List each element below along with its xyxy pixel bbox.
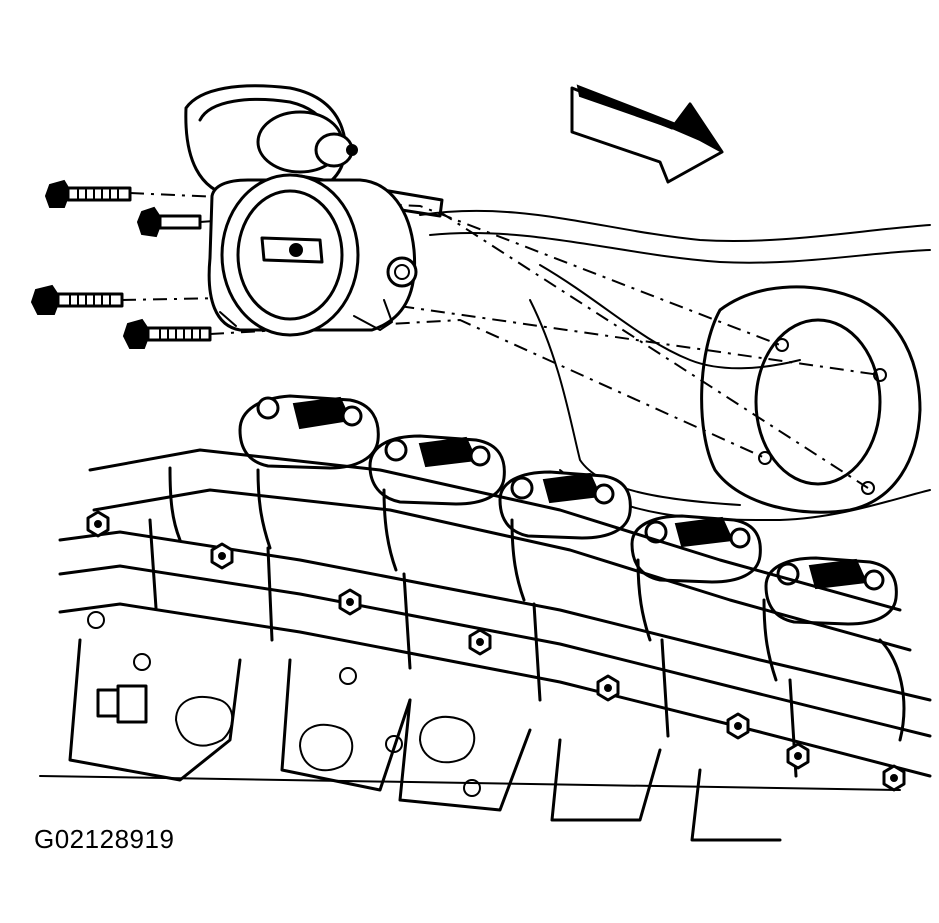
figure-id-label: G02128919 — [34, 824, 175, 854]
ignition-coil-4 — [630, 514, 762, 584]
throttle-body — [184, 84, 444, 337]
mounting-flange — [700, 285, 922, 514]
bolt-3 — [30, 284, 124, 315]
ignition-coil-3 — [498, 470, 632, 540]
ignition-coil-1 — [238, 394, 380, 470]
bolt-1 — [44, 179, 132, 208]
bolt-2 — [136, 206, 202, 238]
direction-arrow — [570, 84, 724, 184]
intake-plenum — [419, 209, 931, 521]
cylinder-head — [39, 448, 932, 842]
bolt-4 — [122, 318, 212, 349]
head-bolts — [86, 510, 906, 792]
ignition-coil-2 — [368, 434, 506, 506]
